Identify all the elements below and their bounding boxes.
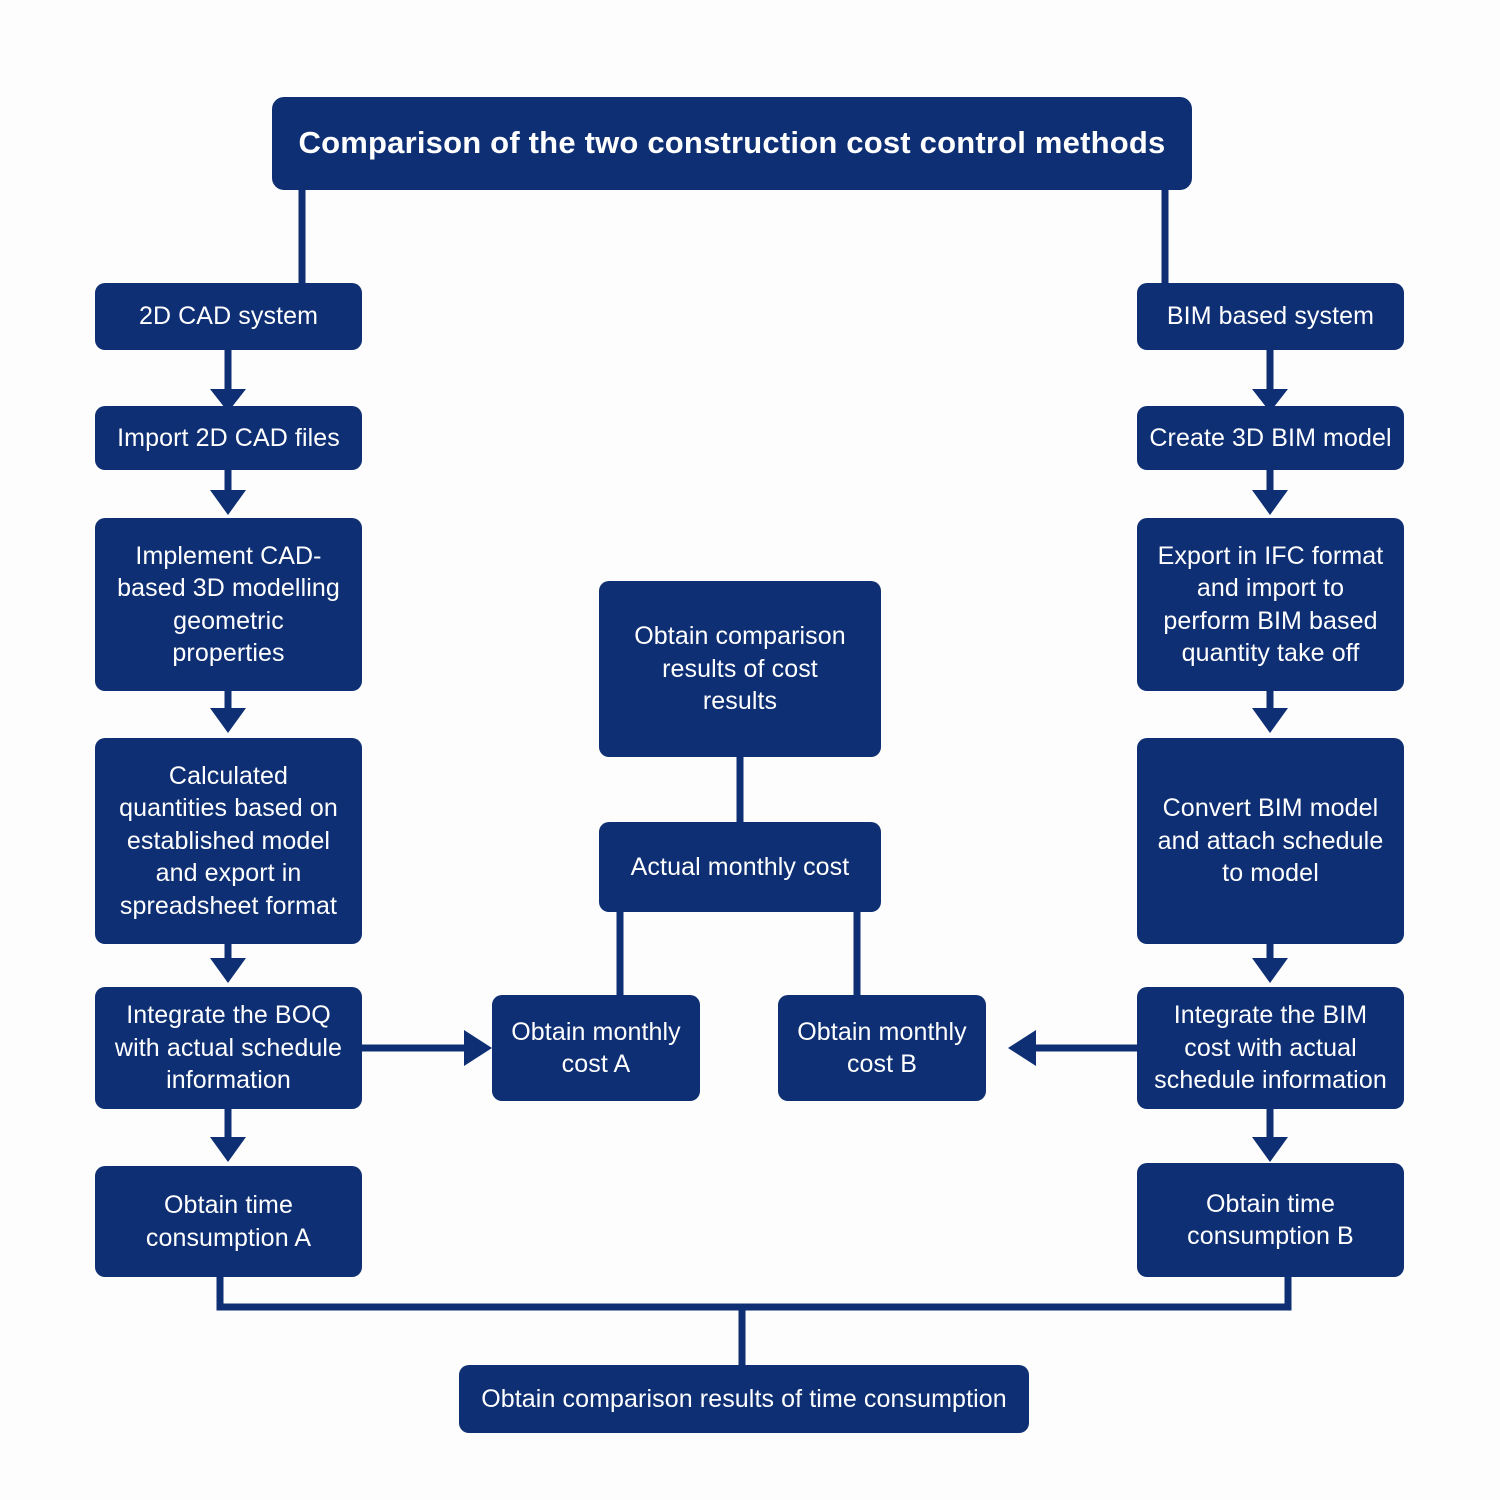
- arrowhead-right2-right3: [1252, 490, 1288, 515]
- node-create-3d-bim-model: Create 3D BIM model: [1137, 406, 1404, 470]
- node-actual-monthly-cost: Actual monthly cost: [599, 822, 881, 912]
- node-obtain-comparison-cost-results: Obtain comparison results of cost result…: [599, 581, 881, 757]
- node-convert-bim-model-label: Convert BIM model and attach schedule to…: [1157, 794, 1384, 888]
- node-integrate-bim-cost-label: Integrate the BIM cost with actual sched…: [1154, 1001, 1387, 1095]
- arrowhead-right3-right4: [1252, 708, 1288, 733]
- node-obtain-time-consumption-b: Obtain time consumption B: [1137, 1163, 1404, 1277]
- node-obtain-comparison-cost-results-label: Obtain comparison results of cost result…: [634, 622, 846, 716]
- node-export-ifc-format-label: Export in IFC format and import to perfo…: [1157, 541, 1384, 668]
- node-obtain-monthly-cost-a-label: Obtain monthly cost A: [511, 1017, 681, 1079]
- node-bim-based-system: BIM based system: [1137, 283, 1404, 350]
- node-title: Comparison of the two construction cost …: [272, 97, 1192, 190]
- arrowhead-left2-left3: [210, 490, 246, 515]
- node-calculated-quantities: Calculated quantities based on establish…: [95, 738, 362, 944]
- node-create-3d-bim-model-label: Create 3D BIM model: [1149, 423, 1392, 452]
- node-import-2d-cad-files: Import 2D CAD files: [95, 406, 362, 470]
- node-integrate-boq-label: Integrate the BOQ with actual schedule i…: [114, 1001, 343, 1095]
- node-obtain-comparison-time-consumption: Obtain comparison results of time consum…: [459, 1365, 1029, 1433]
- node-obtain-monthly-cost-b-label: Obtain monthly cost B: [797, 1017, 967, 1079]
- edge-timeA-bottom: [216, 1277, 742, 1311]
- node-2d-cad-system: 2D CAD system: [95, 283, 362, 350]
- node-import-2d-cad-files-label: Import 2D CAD files: [117, 423, 340, 452]
- arrowhead-right4-right5: [1252, 958, 1288, 983]
- node-obtain-time-consumption-a: Obtain time consumption A: [95, 1166, 362, 1277]
- node-implement-cad-modelling-label: Implement CAD- based 3D modelling geomet…: [117, 541, 340, 668]
- node-obtain-monthly-cost-b: Obtain monthly cost B: [778, 995, 986, 1101]
- node-title-label: Comparison of the two construction cost …: [298, 125, 1166, 161]
- node-obtain-time-consumption-a-label: Obtain time consumption A: [145, 1191, 312, 1252]
- node-export-ifc-format: Export in IFC format and import to perfo…: [1137, 518, 1404, 691]
- node-integrate-boq: Integrate the BOQ with actual schedule i…: [95, 987, 362, 1109]
- arrowhead-right5-costB: [1008, 1030, 1036, 1066]
- node-bim-based-system-label: BIM based system: [1166, 302, 1375, 331]
- edge-timeB-bottom: [742, 1277, 1292, 1311]
- node-2d-cad-system-label: 2D CAD system: [138, 302, 319, 331]
- node-implement-cad-modelling: Implement CAD- based 3D modelling geomet…: [95, 518, 362, 691]
- arrowhead-left5-left6: [210, 1137, 246, 1162]
- node-obtain-comparison-time-consumption-label: Obtain comparison results of time consum…: [481, 1384, 1007, 1413]
- arrowhead-left3-left4: [210, 708, 246, 733]
- node-actual-monthly-cost-label: Actual monthly cost: [630, 852, 850, 881]
- arrowhead-left5-costA: [464, 1030, 492, 1066]
- node-obtain-time-consumption-b-label: Obtain time consumption B: [1187, 1189, 1354, 1251]
- node-calculated-quantities-label: Calculated quantities based on establish…: [119, 761, 338, 920]
- arrowhead-left4-left5: [210, 958, 246, 983]
- arrowhead-right5-right6: [1252, 1137, 1288, 1162]
- node-convert-bim-model: Convert BIM model and attach schedule to…: [1137, 738, 1404, 944]
- arrowhead-left1-left2: [210, 389, 246, 412]
- arrowhead-right1-right2: [1252, 389, 1288, 412]
- node-integrate-bim-cost: Integrate the BIM cost with actual sched…: [1137, 987, 1404, 1109]
- node-obtain-monthly-cost-a: Obtain monthly cost A: [492, 995, 700, 1101]
